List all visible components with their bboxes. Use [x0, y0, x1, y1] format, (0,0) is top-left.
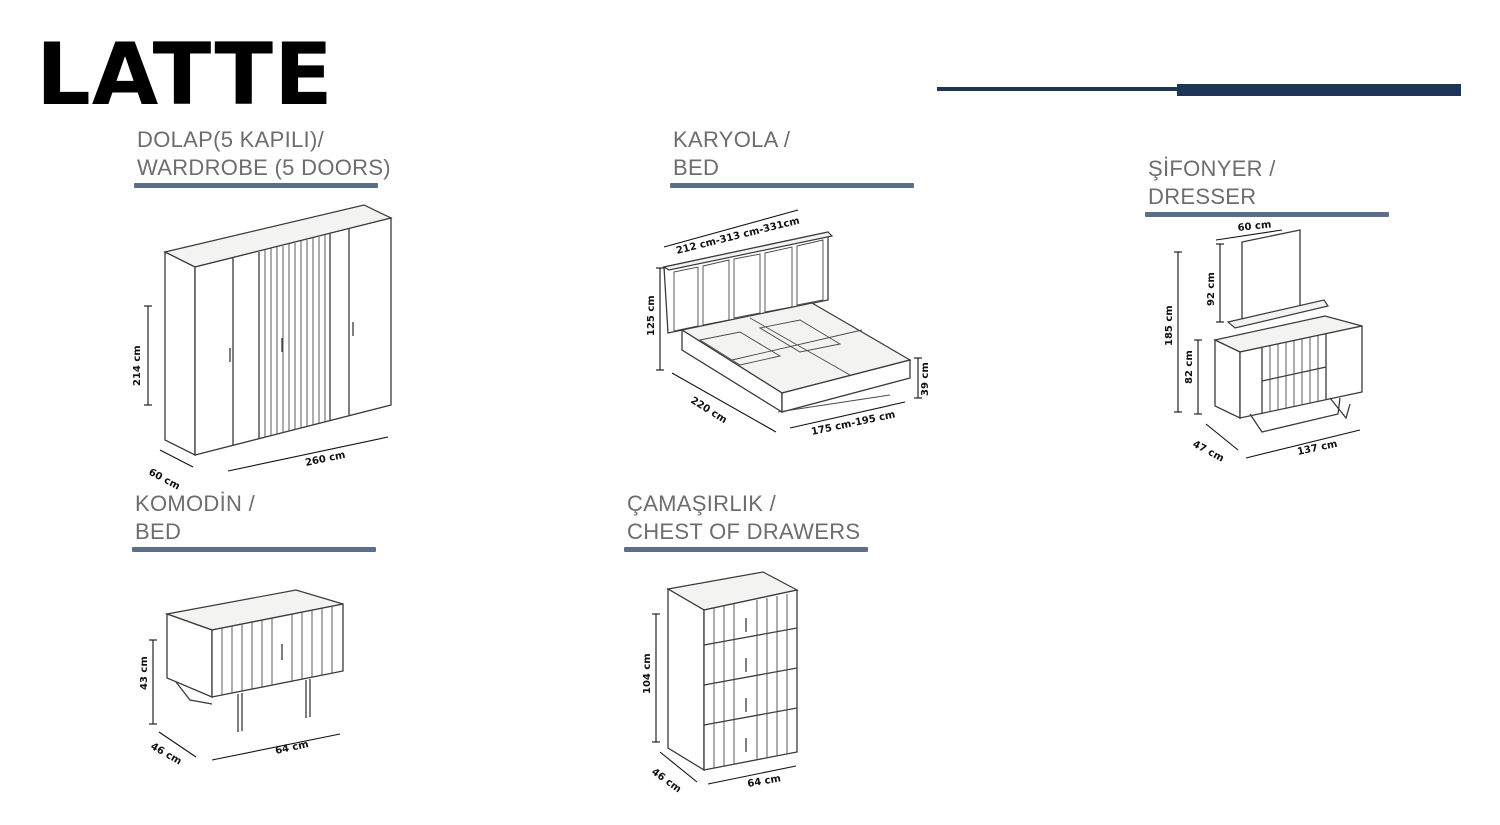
chest-height-label: 104 cm: [642, 653, 653, 694]
bed-title-en: BED: [673, 155, 720, 180]
nightstand-title-underline: [132, 547, 376, 552]
dresser-mirror-height-dimension: 92 cm: [1206, 243, 1224, 323]
bed-frame: [680, 302, 912, 414]
wardrobe-title-underline: [134, 183, 378, 188]
chest-title-en: CHEST OF DRAWERS: [627, 519, 861, 544]
bed-title-tr: KARYOLA /: [673, 127, 791, 152]
dresser-title-underline: [1145, 212, 1389, 217]
chest-width-label: 64 cm: [747, 773, 782, 790]
chest-body: [666, 571, 799, 772]
bed-headboard-dimension: 125 cm: [646, 267, 664, 371]
nightstand-body: [164, 589, 344, 732]
dresser-mirror-height-label: 92 cm: [1206, 272, 1217, 306]
chest-title-underline: [624, 547, 868, 552]
wardrobe-body: [163, 204, 393, 457]
brand-logo: LATTE: [36, 25, 334, 125]
accent-line-thin: [937, 87, 1177, 91]
nightstand-title-tr: KOMODİN /: [135, 491, 256, 516]
dresser-body: [1213, 315, 1363, 433]
dresser-mirror-width-label: 60 cm: [1237, 220, 1272, 234]
bed-title-underline: [670, 183, 914, 188]
nightstand-title: KOMODİN / BED: [132, 490, 376, 552]
bed-title: KARYOLA / BED: [670, 126, 914, 188]
dresser-mirror: [1226, 229, 1329, 329]
chest-depth-label: 46 cm: [649, 767, 683, 796]
chest-title-tr: ÇAMAŞIRLIK /: [627, 491, 777, 516]
header-accent-line: [937, 84, 1461, 96]
dresser-total-height-dimension: 185 cm: [1164, 251, 1182, 413]
wardrobe-title-en: WARDROBE (5 DOORS): [137, 155, 391, 180]
wardrobe-height-dimension: 214 cm: [132, 305, 152, 406]
dresser-body-height-label: 82 cm: [1184, 350, 1195, 384]
dresser-title: ŞİFONYER / DRESSER: [1145, 155, 1389, 217]
chest-title: ÇAMAŞIRLIK / CHEST OF DRAWERS: [624, 490, 868, 552]
dresser-title-en: DRESSER: [1148, 184, 1257, 209]
wardrobe-height-label: 214 cm: [132, 345, 143, 386]
bed-headboard-label: 125 cm: [646, 295, 657, 336]
nightstand-title-en: BED: [135, 519, 182, 544]
dresser-body-height-dimension: 82 cm: [1184, 339, 1202, 415]
chest-height-dimension: 104 cm: [642, 613, 660, 743]
dresser-mirror-width-dimension: 60 cm: [1215, 220, 1283, 241]
accent-line-thick: [1177, 84, 1461, 96]
nightstand-height-label: 43 cm: [139, 656, 150, 690]
chest-width-dimension: 64 cm: [707, 765, 797, 790]
nightstand-height-dimension: 43 cm: [139, 639, 157, 725]
dresser-title-tr: ŞİFONYER /: [1148, 156, 1276, 181]
wardrobe-title: DOLAP(5 KAPILI)/ WARDROBE (5 DOORS): [134, 126, 391, 188]
bed-base-dimension: 39 cm: [914, 357, 931, 399]
bed-base-label: 39 cm: [920, 362, 931, 396]
wardrobe-title-tr: DOLAP(5 KAPILI)/: [137, 127, 324, 152]
dresser-total-height-label: 185 cm: [1164, 305, 1175, 346]
